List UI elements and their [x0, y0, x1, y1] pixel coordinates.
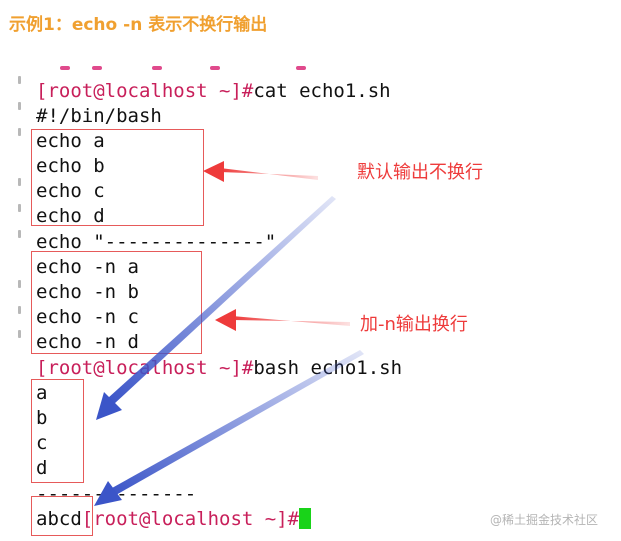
terminal-cursor: [299, 508, 312, 529]
blue-arrow-upper: [96, 196, 336, 420]
highlight-box-output-lines: [31, 379, 84, 483]
terminal-line-echo-n-d: echo -n d: [36, 331, 139, 353]
terminal-window[interactable]: [24, 62, 476, 538]
blue-arrow-lower: [94, 350, 364, 506]
shell-prompt: [root@localhost ~]#: [36, 80, 254, 102]
clipped-previous-line: [60, 62, 360, 74]
terminal-output-d: d: [36, 457, 48, 479]
terminal-line-echo-d: echo d: [36, 205, 105, 227]
terminal-line-echo-n-a: echo -n a: [36, 256, 139, 278]
highlight-box-output-abcd: [31, 496, 93, 536]
left-gutter-marks: [18, 62, 22, 362]
terminal-output-b: b: [36, 407, 48, 429]
terminal-line-echo-n-c: echo -n c: [36, 306, 139, 328]
command-text: bash echo1.sh: [253, 357, 403, 379]
shell-prompt: [root@localhost ~]#: [81, 508, 300, 530]
terminal-line-echo-separator: echo "--------------": [36, 231, 277, 253]
terminal-line-bash-command: [root@localhost ~]#bash echo1.sh: [36, 356, 402, 381]
terminal-line-echo-b: echo b: [36, 155, 105, 177]
highlight-box-echo-block: [31, 129, 204, 226]
red-arrow-top: [203, 161, 318, 182]
watermark: @稀土掘金技术社区: [490, 513, 599, 527]
terminal-line-echo-c: echo c: [36, 180, 105, 202]
red-arrow-bottom: [215, 309, 350, 331]
terminal-output-c: c: [36, 432, 48, 454]
example-heading: 示例1：echo -n 表示不换行输出: [9, 15, 268, 35]
terminal-output-a: a: [36, 382, 48, 404]
output-abcd: abcd: [36, 508, 82, 530]
annotation-default-newline: 默认输出不换行: [357, 162, 483, 183]
annotation-n-no-newline: 加-n输出换行: [360, 314, 468, 335]
terminal-line-echo-n-b: echo -n b: [36, 281, 139, 303]
terminal-line-shebang: #!/bin/bash: [36, 105, 162, 127]
shell-prompt: [root@localhost ~]#: [36, 357, 254, 379]
command-text: cat echo1.sh: [253, 80, 391, 102]
terminal-line-cat-command: [root@localhost ~]#cat echo1.sh: [36, 79, 391, 104]
terminal-line-final-prompt[interactable]: abcd[root@localhost ~]#: [36, 507, 312, 532]
terminal-line-echo-a: echo a: [36, 130, 105, 152]
highlight-box-echo-n-block: [31, 251, 202, 354]
